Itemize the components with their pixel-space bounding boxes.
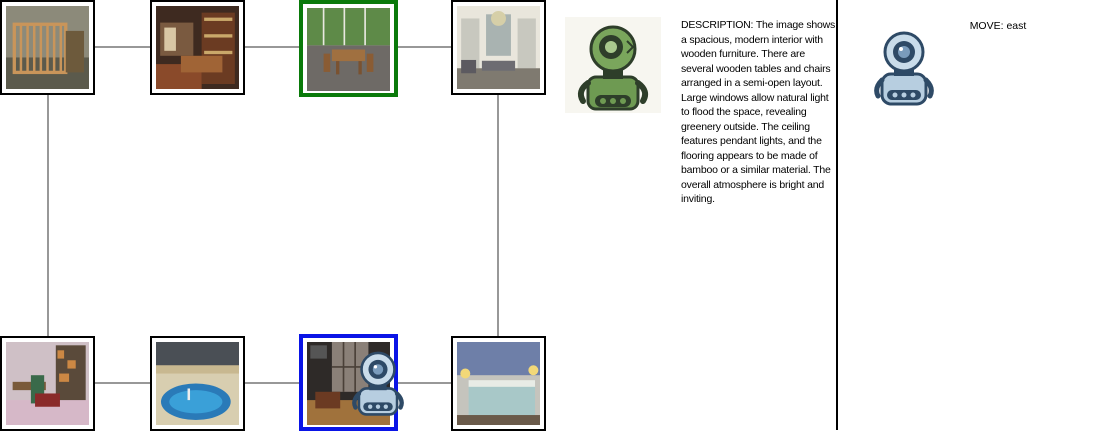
robot-agent-icon xyxy=(352,351,404,416)
green-robot-icon xyxy=(577,25,649,111)
craft-room-icon xyxy=(6,342,89,425)
description-body: The image shows a spacious, modern inter… xyxy=(681,19,836,205)
move-label: MOVE: xyxy=(969,20,1004,32)
panel-divider xyxy=(836,0,838,430)
description-panel: DESCRIPTION: The image shows a spacious,… xyxy=(560,12,838,430)
study-shelves-icon xyxy=(156,6,239,89)
room-node-bedroom[interactable] xyxy=(451,336,546,431)
room-node-pool[interactable] xyxy=(150,336,245,431)
move-panel: MOVE: east xyxy=(840,0,1110,430)
nursery-crib-icon xyxy=(6,6,89,89)
map-links xyxy=(47,46,499,384)
room-node-study[interactable] xyxy=(150,0,245,95)
room-node-parlor[interactable] xyxy=(451,0,546,95)
move-readout: MOVE: east xyxy=(840,20,1110,32)
chandelier-parlor-icon xyxy=(457,6,540,89)
hotel-bedroom-icon xyxy=(457,342,540,425)
sunroom-dining-icon xyxy=(307,8,390,91)
room-node-craft-room[interactable] xyxy=(0,336,95,431)
room-description: DESCRIPTION: The image shows a spacious,… xyxy=(681,18,839,207)
robot-agent-move-icon xyxy=(874,31,934,106)
portrait-frame xyxy=(565,17,661,113)
indoor-pool-icon xyxy=(156,342,239,425)
move-value: east xyxy=(1006,20,1027,32)
description-label: DESCRIPTION: xyxy=(681,19,754,31)
room-node-sunroom-goal[interactable] xyxy=(299,0,398,97)
room-node-nursery[interactable] xyxy=(0,0,95,95)
